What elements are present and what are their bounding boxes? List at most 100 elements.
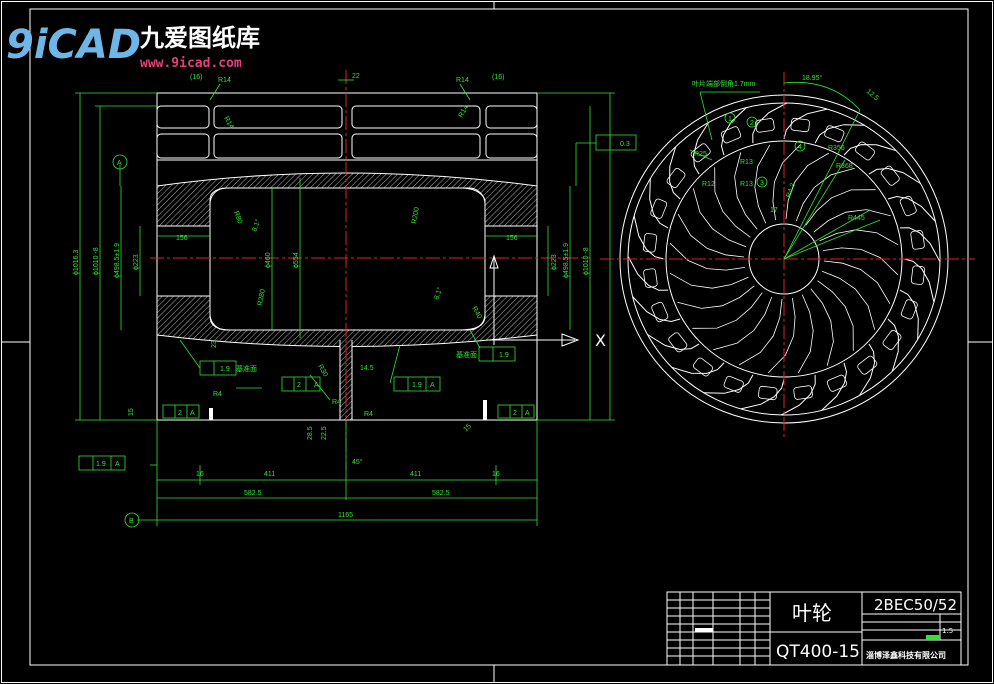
blade-inner-line	[785, 152, 830, 220]
dim-angle-81-a: 8.1°	[250, 218, 262, 233]
dim-phi1010-left: ϕ1010 -8	[93, 247, 100, 275]
pocket-group	[642, 117, 926, 401]
dim-r368: R368	[836, 163, 853, 170]
front-view-dims	[689, 81, 881, 260]
blade-line	[859, 343, 876, 396]
blade-pocket	[690, 143, 711, 163]
title-block	[666, 591, 962, 666]
dim-156-left: 156	[176, 235, 188, 242]
dim-r13-a: R13	[740, 159, 753, 166]
gdt-value-03: 0.3	[620, 141, 630, 148]
blade-pocket	[642, 233, 658, 253]
blade-pocket	[882, 330, 902, 350]
gdt-value-2-c: 2	[513, 410, 517, 417]
dim-r14-top-right: R14	[456, 77, 469, 84]
blade-pocket	[668, 332, 688, 353]
dim-15-right: 15	[462, 423, 473, 434]
blade-inner-line	[767, 298, 796, 374]
company: 淄博泽鑫科技有限公司	[866, 650, 946, 660]
blade-inner-line	[677, 213, 745, 258]
blade-line	[633, 215, 665, 260]
blade-line	[692, 122, 709, 175]
hub-section-hatch-lower	[156, 295, 538, 347]
datum-b: B	[124, 512, 140, 528]
gdt-datum-a-4: A	[525, 410, 530, 417]
gdt-value-2-a: 2	[297, 382, 301, 389]
dim-145: 14.5	[360, 365, 374, 372]
dim-angle-81-b: 8.1°	[432, 286, 444, 301]
blade-line	[671, 362, 725, 374]
blade-inner-line	[813, 209, 891, 233]
blade-inner-line	[810, 288, 834, 366]
dim-phi554: ϕ554	[293, 252, 300, 268]
blade-pocket	[899, 195, 917, 217]
blade-inner-line	[795, 167, 855, 222]
dim-r280: R280	[257, 289, 267, 307]
x-axis-label: X	[595, 331, 606, 350]
blade-line	[703, 374, 754, 394]
dim-r25: R25	[694, 151, 707, 158]
blade-pocket	[755, 118, 775, 133]
dim-angle-12: 12.5	[865, 88, 880, 102]
svg-text:A: A	[117, 160, 122, 167]
blade-line	[783, 108, 828, 140]
blade-inner-line	[754, 144, 771, 224]
dim-angle-45: 45°	[352, 458, 363, 466]
scale: 1:5	[942, 627, 953, 635]
blade-line	[821, 362, 848, 411]
material: QT400-15	[776, 642, 860, 662]
dim-top-22: 22	[352, 73, 360, 80]
blade-line	[720, 107, 747, 156]
blade-pocket	[826, 374, 848, 392]
gdt-value-19-b: 1.9	[499, 352, 509, 359]
blade-pocket	[693, 357, 713, 377]
blade-line	[632, 296, 681, 323]
dim-r30: R30	[316, 364, 329, 379]
front-view-texts: 叶片端部倒角1.7mm 18.95° 12.5 R25 R13 R13 R12 …	[692, 74, 880, 222]
blade-pocket	[650, 198, 668, 219]
dim-angle-1895: 18.95°	[802, 74, 823, 82]
note-base-left: 基准面	[236, 364, 257, 373]
callout-3: 3	[760, 180, 764, 187]
blade-inner-line	[692, 292, 763, 329]
dim-phi10163: ϕ1016.3	[73, 250, 80, 275]
gdt-datum-a-5: A	[115, 461, 120, 468]
blade-line	[780, 374, 816, 416]
section-view: X	[150, 70, 606, 470]
blade-line	[752, 102, 788, 144]
callout-4: 4	[798, 144, 802, 151]
blade-group	[627, 102, 941, 416]
dim-r4-b: R4	[332, 399, 341, 406]
blade-line	[903, 258, 935, 303]
blade-line	[627, 255, 669, 291]
callout-1: 1	[728, 116, 732, 123]
note-blade-chamfer: 叶片端部倒角1.7mm	[692, 79, 756, 88]
part-name: 叶轮	[792, 601, 832, 625]
dim-top-16-right: (16)	[492, 74, 504, 81]
blade-inner-line	[805, 189, 876, 226]
dim-r4-c: R4	[364, 411, 373, 418]
title-block-mark	[695, 628, 713, 632]
blade-pocket	[651, 301, 669, 323]
blade-inner-line	[669, 242, 745, 271]
watermark-logo: 9iCAD 九爱图纸库 www.9icad.com	[6, 22, 260, 71]
gdt-datum-a-1: A	[314, 382, 319, 389]
blade-line	[649, 178, 669, 229]
blade-pocket	[900, 299, 918, 320]
blade-inner-line	[734, 152, 758, 230]
dim-r14-top-left: R14	[218, 77, 231, 84]
datum-a: A	[112, 154, 128, 170]
blade-inner-line	[823, 247, 899, 276]
blade-inner-line	[692, 188, 747, 248]
note-base-right: 基准面	[456, 350, 477, 359]
dim-16-right: 16	[492, 471, 500, 478]
dim-285: 28.5	[307, 426, 314, 440]
blade-inner-line	[821, 270, 876, 330]
dim-r40: R40	[470, 306, 483, 321]
blade-line	[868, 167, 921, 184]
drawing-number: 2BEC50/52	[874, 596, 957, 614]
dim-411-left: 411	[264, 471, 275, 478]
dim-17: 17	[770, 207, 778, 214]
blade-pocket	[758, 385, 778, 401]
